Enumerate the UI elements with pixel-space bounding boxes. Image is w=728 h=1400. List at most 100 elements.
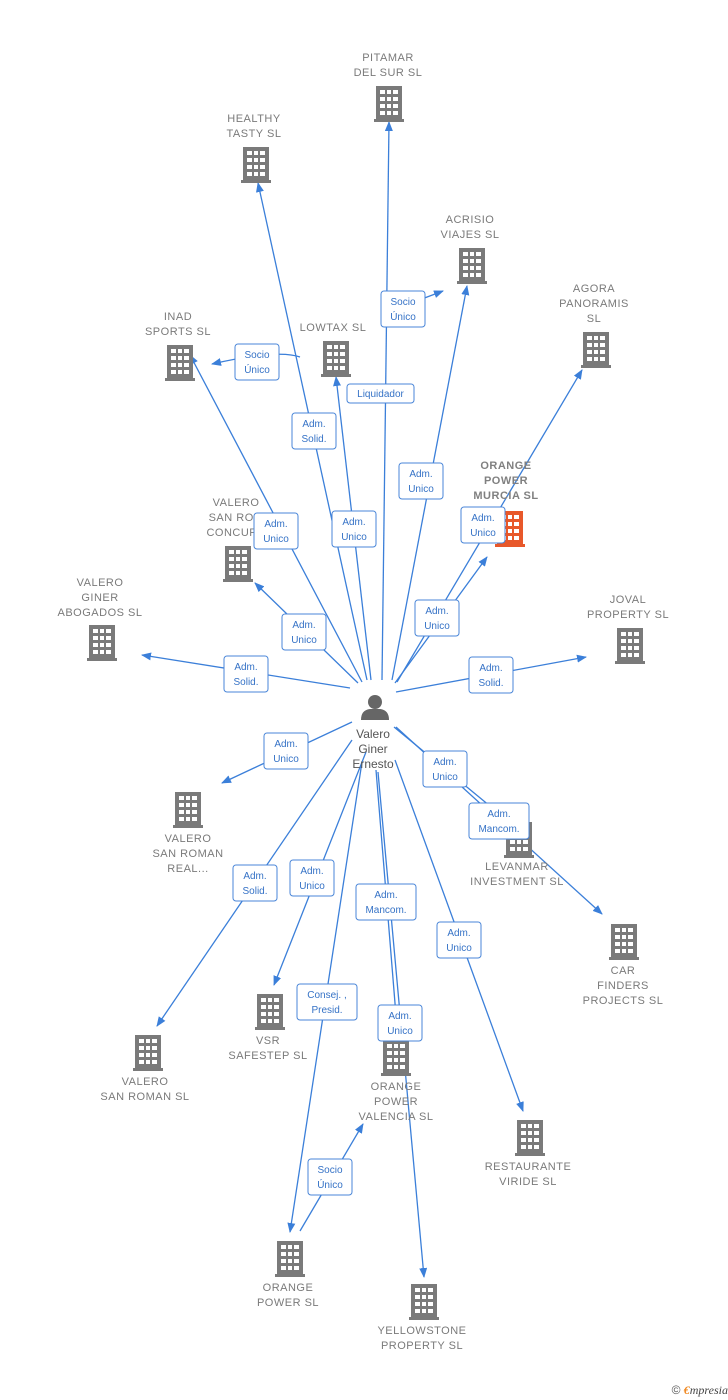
relation-text: Mancom. [365, 905, 406, 916]
company-label-line: ABOGADOS SL [58, 607, 143, 619]
relation-text: Socio [317, 1165, 342, 1176]
relation-box [307, 1158, 353, 1196]
company-node-lowtax[interactable]: LOWTAX SL [300, 322, 367, 377]
relation-text: Adm. [388, 1011, 411, 1022]
relation-text: Unico [424, 621, 450, 632]
relation-label-r-real[interactable]: Adm.Unico [263, 732, 309, 770]
company-label-line: VIRIDE SL [499, 1176, 557, 1188]
company-label-line: POWER SL [257, 1297, 319, 1309]
company-label-line: VIAJES SL [441, 229, 500, 241]
relation-box [291, 412, 337, 450]
company-label-line: ORANGE [263, 1282, 314, 1294]
relation-box [263, 732, 309, 770]
company-label-line: VALENCIA SL [359, 1111, 434, 1123]
company-label-line: AGORA [573, 283, 615, 295]
relation-text: Adm. [433, 757, 456, 768]
company-label-line: PROPERTY SL [381, 1340, 463, 1352]
relation-label-r-agora[interactable]: Adm.Unico [460, 506, 506, 544]
relation-label-r-car[interactable]: Adm.Mancom. [468, 802, 530, 840]
relation-label-r-orange-murcia[interactable]: Adm. Unico [414, 599, 460, 637]
relation-box [331, 510, 377, 548]
footer-brand: © €mpresia [672, 1383, 728, 1398]
relation-label-r-concursal[interactable]: Adm.Unico [281, 613, 327, 651]
building-icon [515, 1120, 545, 1156]
relation-text: Adm. [292, 620, 315, 631]
relation-box [355, 883, 417, 921]
company-label-line: RESTAURANTE [485, 1161, 572, 1173]
relation-label-r-orange-power[interactable]: Consej. ,Presid. [296, 983, 358, 1021]
relation-label-r-restaurante[interactable]: Adm. Unico [436, 921, 482, 959]
person-icon [361, 695, 389, 720]
person-name-line-2: Giner [358, 742, 387, 756]
relation-text: Consej. , [307, 990, 346, 1001]
company-node-restaurante[interactable]: RESTAURANTE VIRIDE SL [485, 1120, 572, 1188]
relation-text: Socio [244, 350, 269, 361]
relation-box [380, 290, 426, 328]
company-label-line: DEL SUR SL [354, 67, 423, 79]
relation-label-r-sanroman[interactable]: Adm.Solid. [232, 864, 278, 902]
relation-text: Solid. [301, 434, 326, 445]
relation-label-r-pitamar[interactable]: Liquidador [346, 383, 415, 404]
company-label-line: VALERO [122, 1076, 169, 1088]
building-icon [87, 625, 117, 661]
relation-box [253, 512, 299, 550]
relation-box [234, 343, 280, 381]
company-label-line: VSR [256, 1035, 280, 1047]
relation-label-r-vsr[interactable]: Adm.Unico [289, 859, 335, 897]
copyright-symbol: © [671, 1383, 681, 1397]
relation-text: Unico [446, 943, 472, 954]
relation-text: Adm. [425, 606, 448, 617]
relation-label-r-healthy[interactable]: Adm.Solid. [291, 412, 337, 450]
company-label-line: PITAMAR [362, 52, 414, 64]
building-icon [381, 1040, 411, 1076]
relation-label-r-valencia-mancom[interactable]: Adm.Mancom. [355, 883, 417, 921]
person-node[interactable]: Valero Giner Ernesto [352, 695, 394, 771]
company-node-pitamar[interactable]: PITAMAR DEL SUR SL [354, 52, 423, 122]
relation-box [414, 599, 460, 637]
relation-text: Adm. [487, 809, 510, 820]
company-label-line: POWER [484, 475, 528, 487]
relation-label-r-levanmar[interactable]: Adm.Unico [422, 750, 468, 788]
relation-box [223, 655, 269, 693]
building-icon [223, 546, 253, 582]
relation-label-r-yellowstone[interactable]: Adm.Unico [377, 1004, 423, 1042]
relation-text: Adm. [447, 928, 470, 939]
company-label-line: LOWTAX SL [300, 322, 367, 334]
relation-text: Unico [341, 532, 367, 543]
company-label-line: PANORAMIS [559, 298, 629, 310]
relation-label-r-lowtax[interactable]: Adm.Unico [331, 510, 377, 548]
relation-label-r-acrisio[interactable]: Adm.Unico [398, 462, 444, 500]
building-icon [165, 345, 195, 381]
company-label-line: HEALTHY [227, 113, 281, 125]
company-label-line: ORANGE [371, 1081, 422, 1093]
relation-label-r-abogados[interactable]: Adm.Solid. [223, 655, 269, 693]
company-label-line: VALERO [165, 833, 212, 845]
relation-text: Unico [408, 484, 434, 495]
relation-label-r-joval[interactable]: Adm.Solid. [468, 656, 514, 694]
company-label-line: SPORTS SL [145, 326, 211, 338]
relation-box [289, 859, 335, 897]
relation-label-r-inad[interactable]: Adm.Unico [253, 512, 299, 550]
company-node-orange-power[interactable]: ORANGE POWER SL [257, 1241, 319, 1309]
building-icon [321, 341, 351, 377]
relation-text: Adm. [300, 866, 323, 877]
